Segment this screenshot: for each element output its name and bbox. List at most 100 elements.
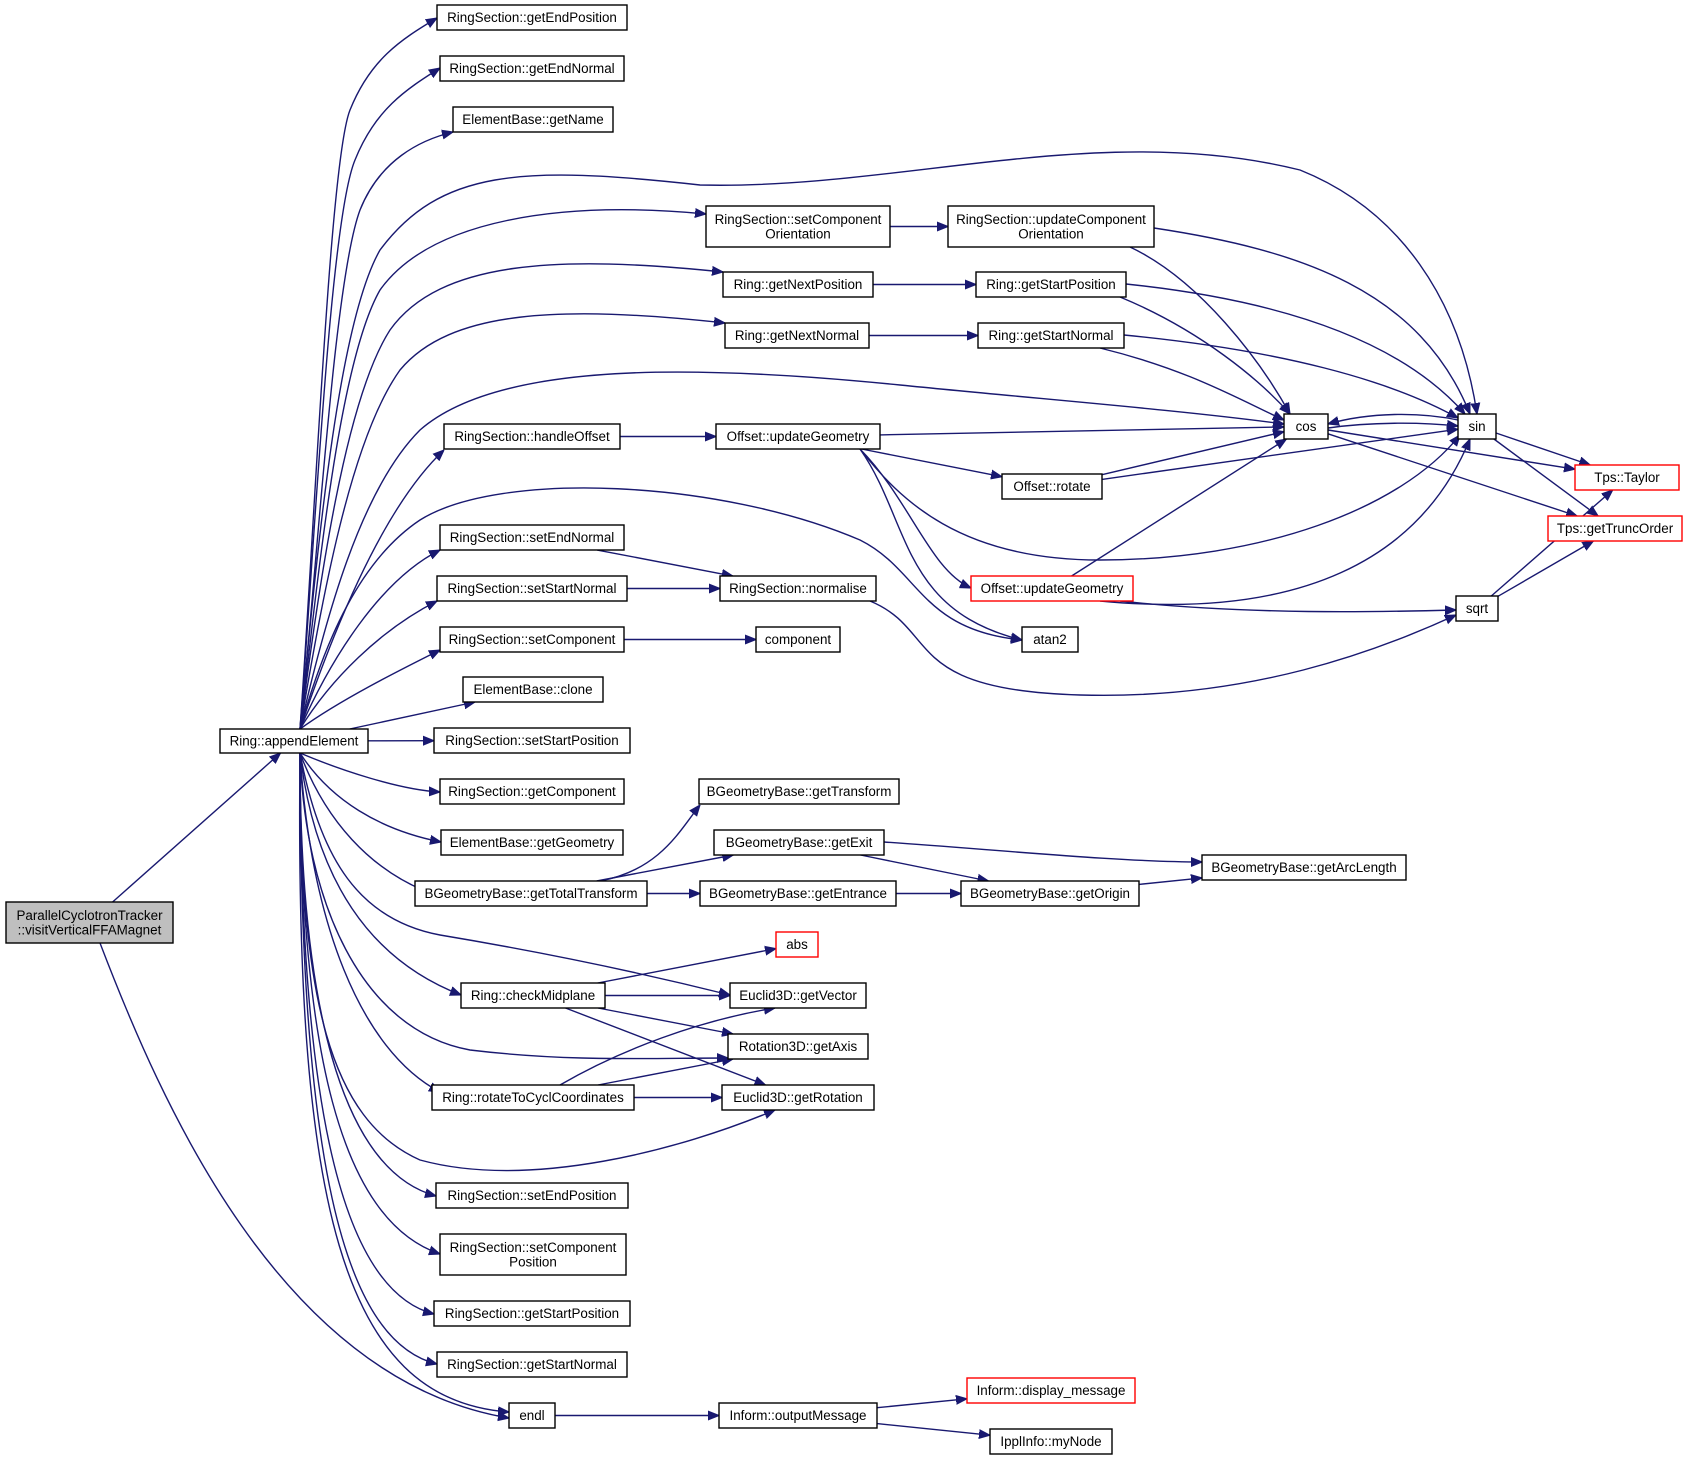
edge-ring_append-to-rs_setCompOrient [299, 210, 706, 730]
node-ring_getStartNormal[interactable]: Ring::getStartNormal [977, 322, 1125, 349]
node-rs_setEndPosition[interactable]: RingSection::setEndPosition [435, 1182, 629, 1209]
edge-group [299, 752, 461, 995]
node-label: RingSection::handleOffset [454, 429, 610, 444]
node-rs_setStartPosition[interactable]: RingSection::setStartPosition [433, 727, 631, 754]
node-ring_getStartPosition[interactable]: Ring::getStartPosition [975, 271, 1127, 298]
node-ring_checkMidplane[interactable]: Ring::checkMidplane [460, 982, 606, 1009]
node-rs_getEndNormal[interactable]: RingSection::getEndNormal [439, 55, 625, 82]
node-bgb_getArcLength[interactable]: BGeometryBase::getArcLength [1201, 854, 1407, 881]
node-box [1283, 413, 1329, 440]
edge-ring_getStartPosition-to-cos [1119, 296, 1290, 414]
node-inform_outputMessage[interactable]: Inform::outputMessage [718, 1402, 878, 1429]
node-label: RingSection::setEndPosition [448, 1188, 617, 1203]
node-ring_append[interactable]: Ring::appendElement [219, 728, 369, 754]
node-label: Rotation3D::getAxis [739, 1039, 858, 1054]
node-sin[interactable]: sin [1457, 413, 1497, 440]
node-rs_normalise[interactable]: RingSection::normalise [719, 575, 877, 602]
edge-ring_append-to-cos [299, 371, 1284, 730]
edge-ring_append-to-ring_getNextPosition [299, 263, 723, 730]
node-rs_getStartNormal[interactable]: RingSection::getStartNormal [436, 1351, 628, 1378]
node-label: endl [519, 1408, 544, 1423]
node-label: Offset::updateGeometry [981, 581, 1124, 596]
node-tps_trunc[interactable]: Tps::getTruncOrder [1547, 515, 1683, 542]
edge-cos-to-sin [1327, 423, 1458, 428]
edge-ring_checkMidplane-to-abs [597, 949, 776, 984]
node-rs_setStartNormal[interactable]: RingSection::setStartNormal [436, 575, 628, 602]
node-eb_getGeometry[interactable]: ElementBase::getGeometry [440, 829, 624, 856]
node-box [1574, 464, 1680, 491]
node-box [1547, 515, 1683, 542]
node-label: RingSection::setComponent [450, 1240, 617, 1255]
node-ring_rotateToCycl[interactable]: Ring::rotateToCyclCoordinates [431, 1084, 635, 1111]
edge-group [299, 752, 434, 1314]
node-bgb_getOrigin[interactable]: BGeometryBase::getOrigin [960, 880, 1140, 907]
edge-ring_getStartNormal-to-cos [1099, 347, 1284, 421]
node-bgb_getTotalTransform[interactable]: BGeometryBase::getTotalTransform [414, 880, 648, 907]
edge-group [1327, 429, 1575, 469]
node-rs_handleOffset[interactable]: RingSection::handleOffset [443, 423, 621, 450]
node-cos[interactable]: cos [1283, 413, 1329, 440]
node-box [1001, 473, 1103, 500]
node-bgb_getEntrance[interactable]: BGeometryBase::getEntrance [699, 880, 897, 907]
edge-ring_append-to-rs_handleOffset [299, 450, 444, 730]
node-bgb_getTransform[interactable]: BGeometryBase::getTransform [698, 778, 900, 805]
node-rs_getComponent[interactable]: RingSection::getComponent [439, 778, 625, 805]
node-rs_setComponent[interactable]: RingSection::setComponent [439, 626, 625, 653]
node-r3d_getAxis[interactable]: Rotation3D::getAxis [727, 1033, 869, 1060]
node-rs_getEndPosition[interactable]: RingSection::getEndPosition [436, 4, 628, 31]
edge-group [299, 151, 1477, 730]
node-label: RingSection::getStartPosition [445, 1306, 619, 1321]
node-label: sqrt [1466, 601, 1489, 616]
node-box [698, 778, 900, 805]
node-endl[interactable]: endl [508, 1402, 556, 1429]
node-abs[interactable]: abs [775, 931, 819, 958]
node-label: BGeometryBase::getTotalTransform [424, 886, 637, 901]
edge-group [565, 1007, 766, 1085]
node-inform_display[interactable]: Inform::display_message [966, 1377, 1136, 1404]
node-label: Ring::getNextPosition [734, 277, 863, 292]
node-box [452, 106, 614, 133]
node-label: Ring::getStartNormal [988, 328, 1113, 343]
edge-group [299, 371, 1284, 730]
node-ring_getNextNormal[interactable]: Ring::getNextNormal [724, 322, 870, 349]
node-rs_setEndNormal[interactable]: RingSection::setEndNormal [439, 524, 625, 551]
node-ippl_myNode[interactable]: IpplInfo::myNode [989, 1428, 1113, 1455]
node-atan2[interactable]: atan2 [1021, 626, 1079, 653]
edge-group [859, 435, 1460, 561]
edge-group [879, 427, 1284, 436]
node-e3d_getVector[interactable]: Euclid3D::getVector [729, 982, 867, 1009]
node-label: ElementBase::getName [462, 112, 603, 127]
edge-rs_setEndNormal-to-rs_normalise [597, 549, 733, 576]
edge-group [1123, 334, 1458, 418]
node-rs_getStartPosition[interactable]: RingSection::getStartPosition [433, 1300, 631, 1327]
edge-group [299, 752, 441, 842]
node-sqrt[interactable]: sqrt [1455, 595, 1499, 622]
node-box [975, 271, 1127, 298]
node-component[interactable]: component [755, 626, 841, 653]
node-eb_getName[interactable]: ElementBase::getName [452, 106, 614, 133]
node-e3d_getRotation[interactable]: Euclid3D::getRotation [721, 1084, 875, 1111]
edge-offset_rotate-to-sin [1101, 429, 1458, 481]
node-offset_rotate[interactable]: Offset::rotate [1001, 473, 1103, 500]
edge-ring_append-to-ring_getNextNormal [299, 313, 725, 730]
node-box [439, 1233, 627, 1276]
edge-group [112, 753, 281, 903]
edge-group [299, 752, 440, 792]
node-box [775, 931, 819, 958]
node-box [462, 676, 604, 703]
node-root[interactable]: ParallelCyclotronTracker::visitVerticalF… [5, 901, 174, 944]
node-offset_updateGeometry[interactable]: Offset::updateGeometry [715, 423, 881, 450]
node-offset_updateGeometry2[interactable]: Offset::updateGeometry [970, 575, 1134, 602]
edge-ring_rotateToCycl-to-r3d_getAxis [597, 1059, 733, 1086]
node-label: Ring::getStartPosition [986, 277, 1116, 292]
node-bgb_getExit[interactable]: BGeometryBase::getExit [713, 829, 885, 856]
node-tps_taylor[interactable]: Tps::Taylor [1574, 464, 1680, 491]
node-label: BGeometryBase::getEntrance [709, 886, 887, 901]
node-eb_clone[interactable]: ElementBase::clone [462, 676, 604, 703]
node-ring_getNextPosition[interactable]: Ring::getNextPosition [722, 271, 874, 298]
edge-ring_append-to-atan2 [299, 487, 1022, 730]
